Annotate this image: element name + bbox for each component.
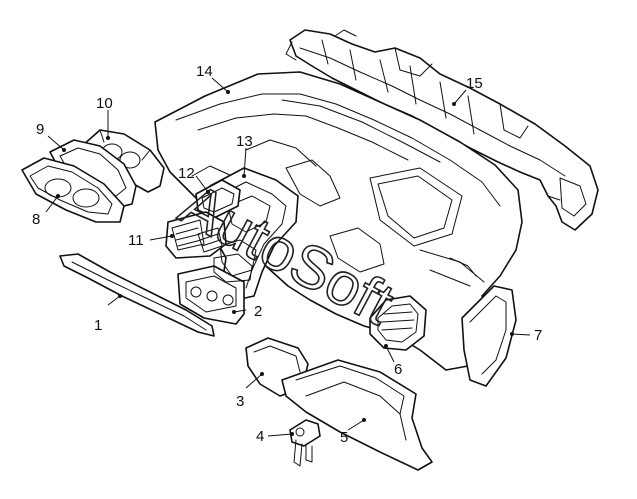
part-instrument-cluster [21, 157, 125, 223]
part-climate-control [177, 253, 253, 325]
part-lock-key [289, 419, 321, 467]
leaders [45, 77, 531, 437]
callout-15: 15 [466, 75, 483, 92]
callout-11: 11 [128, 232, 144, 249]
part-side-vent [369, 295, 427, 351]
callout-1: 1 [94, 317, 102, 334]
part-cross-beam [285, 29, 599, 231]
part-end-cap [461, 285, 517, 387]
callout-7: 7 [534, 327, 542, 344]
part-glovebox [281, 359, 433, 471]
callout-14: 14 [196, 63, 213, 80]
part-knee-panel [59, 253, 215, 337]
part-trim-panel [195, 179, 241, 219]
callout-13: 13 [236, 133, 253, 150]
callout-3: 3 [236, 393, 244, 410]
callout-10: 10 [96, 95, 113, 112]
callout-labels: 1 2 3 4 5 6 7 8 9 10 11 12 13 14 15 [32, 63, 542, 446]
callout-9: 9 [36, 121, 44, 138]
callout-2: 2 [254, 303, 262, 320]
callout-12: 12 [178, 165, 195, 182]
callout-4: 4 [256, 428, 264, 445]
callout-8: 8 [32, 211, 40, 228]
callout-6: 6 [394, 361, 402, 378]
part-air-vents [165, 211, 227, 259]
callout-5: 5 [340, 429, 348, 446]
